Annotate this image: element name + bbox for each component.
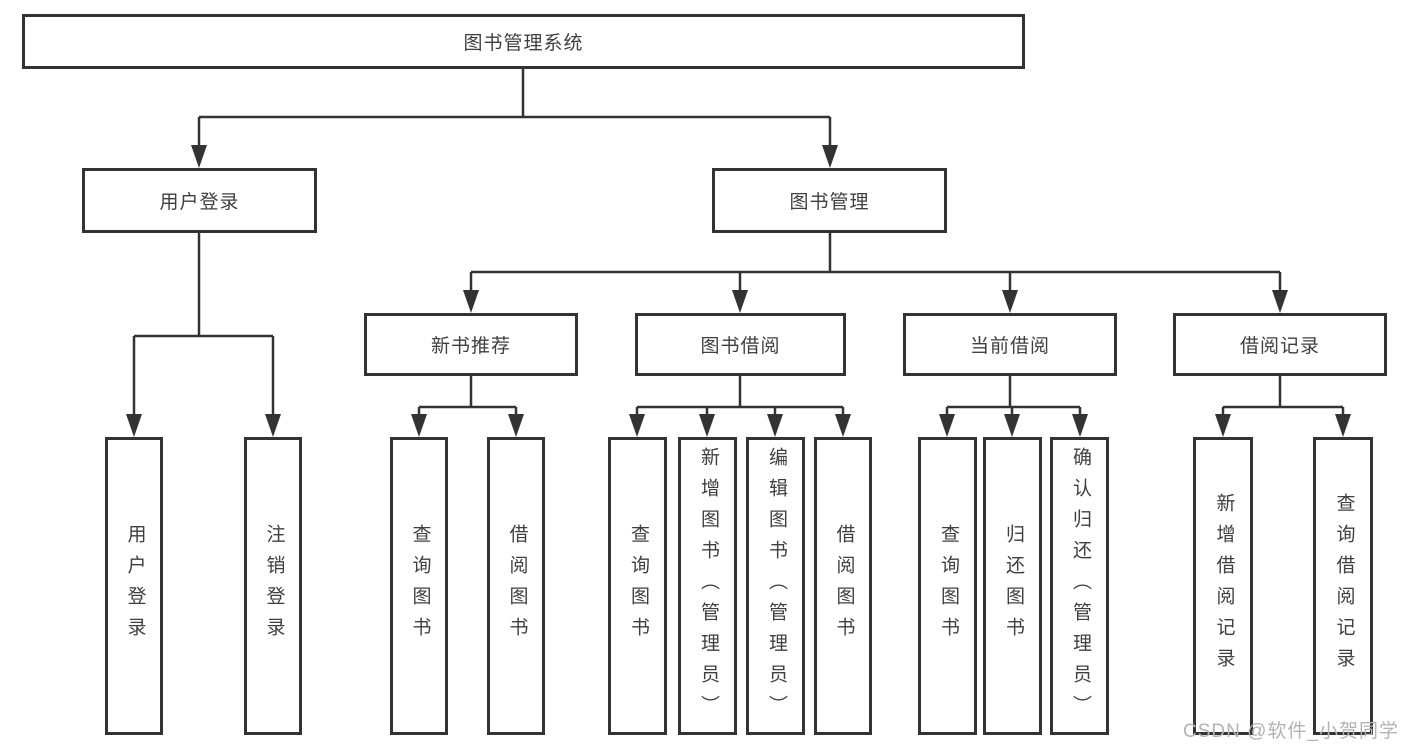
connector-current-borrow-to-leaves (945, 376, 1082, 415)
arrowheads-book-borrow-to-leaves (629, 414, 851, 437)
connector-book-mgmt-to-level3 (469, 233, 1282, 291)
arrowheads-book-mgmt-to-level3 (463, 290, 1288, 313)
connector-book-borrow-to-leaves (635, 376, 845, 415)
leaf-edit-books-admin: 编辑图书（管理员） (746, 437, 805, 735)
arrowheads-root-to-level2 (191, 145, 838, 168)
node-book-management: 图书管理 (712, 168, 947, 233)
node-label: 当前借阅 (969, 336, 1050, 357)
node-borrowing-records: 借阅记录 (1173, 313, 1387, 376)
node-label: 借阅记录 (1239, 336, 1320, 357)
watermark-text: CSDN @软件_小贺同学 (1183, 721, 1399, 742)
arrowheads-new-book-rec-to-leaves (411, 414, 524, 437)
leaf-query-borrow-record: 查询借阅记录 (1313, 437, 1373, 735)
leaf-borrow-books-nbr: 借阅图书 (487, 437, 545, 735)
node-book-borrowing: 图书借阅 (635, 313, 846, 376)
node-label: 用户登录 (124, 524, 146, 648)
node-label: 用户登录 (159, 192, 240, 213)
leaf-borrow-books-bb: 借阅图书 (814, 437, 872, 735)
leaf-query-books-cb: 查询图书 (918, 437, 977, 735)
node-label: 图书借阅 (700, 336, 781, 357)
node-label: 图书管理 (789, 192, 870, 213)
node-label: 新书推荐 (430, 336, 511, 357)
node-label: 编辑图书（管理员） (765, 446, 787, 726)
leaf-confirm-return-admin: 确认归还（管理员） (1050, 437, 1109, 735)
leaf-query-books-bb: 查询图书 (608, 437, 667, 735)
node-label: 新增图书（管理员） (697, 446, 719, 726)
leaf-add-borrow-record: 新增借阅记录 (1193, 437, 1253, 735)
leaf-return-books: 归还图书 (983, 437, 1042, 735)
node-label: 查询图书 (937, 524, 959, 648)
node-label: 查询借阅记录 (1333, 493, 1355, 679)
node-label: 归还图书 (1002, 524, 1024, 648)
connector-user-login-to-leaves (132, 233, 275, 415)
node-new-book-recommend: 新书推荐 (364, 313, 578, 376)
leaf-logout: 注销登录 (244, 437, 302, 735)
arrowheads-borrow-record-to-leaves (1215, 414, 1351, 437)
node-label: 确认归还（管理员） (1069, 446, 1091, 726)
node-label: 查询图书 (627, 524, 649, 648)
node-label: 借阅图书 (833, 524, 855, 648)
node-label: 借阅图书 (506, 524, 528, 648)
node-user-login: 用户登录 (82, 168, 317, 233)
node-label: 注销登录 (263, 524, 285, 648)
connector-new-book-rec-to-leaves (417, 376, 518, 415)
connector-root-to-level2 (197, 69, 832, 146)
arrowheads-user-login-to-leaves (126, 414, 281, 437)
node-label: 查询图书 (409, 524, 431, 648)
leaf-query-books-nbr: 查询图书 (390, 437, 448, 735)
arrowheads-current-borrow-to-leaves (939, 414, 1088, 437)
node-label: 图书管理系统 (463, 33, 584, 54)
leaf-user-login: 用户登录 (105, 437, 163, 735)
connector-borrow-record-to-leaves (1221, 376, 1345, 415)
leaf-add-books-admin: 新增图书（管理员） (678, 437, 737, 735)
node-library-management-system: 图书管理系统 (22, 14, 1025, 69)
node-label: 新增借阅记录 (1213, 493, 1235, 679)
node-current-borrowing: 当前借阅 (903, 313, 1117, 376)
